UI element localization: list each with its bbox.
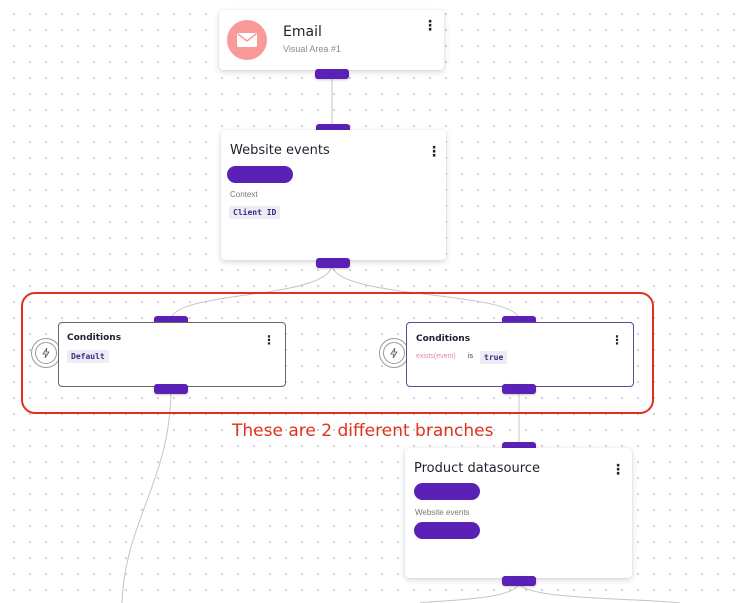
condition-left-node[interactable]: Conditions ⋮ Default <box>58 322 286 387</box>
website-node-title: Website events <box>230 143 330 158</box>
website-node-menu-icon[interactable]: ⋮ <box>427 144 441 160</box>
email-node-menu-icon[interactable]: ⋮ <box>423 18 437 34</box>
client-id-tag: Client ID <box>229 206 281 219</box>
condition-right-op: is <box>468 353 474 360</box>
condition-left-menu-icon[interactable]: ⋮ <box>263 333 275 347</box>
annotation-text: These are 2 different branches <box>232 421 494 441</box>
condition-left-input-handle[interactable] <box>154 316 188 326</box>
email-output-handle[interactable] <box>315 69 349 79</box>
condition-right-input-handle[interactable] <box>502 316 536 326</box>
website-node-pill[interactable] <box>227 166 293 183</box>
condition-right-badge <box>379 338 409 368</box>
condition-right-title: Conditions <box>416 334 471 344</box>
product-node-label: Website events <box>415 508 470 517</box>
bolt-icon <box>35 342 57 364</box>
email-node-title: Email <box>283 24 322 40</box>
annotation-box <box>21 292 654 414</box>
condition-left-title: Conditions <box>67 333 122 343</box>
condition-right-node[interactable]: Conditions ⋮ exists(event) is true <box>406 322 634 387</box>
product-datasource-node[interactable]: Product datasource ⋮ Website events <box>405 448 632 578</box>
edge-website-left <box>170 263 333 321</box>
email-node-subtitle: Visual Area #1 <box>283 44 341 54</box>
condition-left-default-tag: Default <box>67 350 109 363</box>
condition-right-value-tag: true <box>480 351 508 364</box>
product-node-pill-bottom[interactable] <box>414 522 480 539</box>
product-node-title: Product datasource <box>414 461 540 476</box>
mail-icon <box>227 20 267 60</box>
product-input-handle[interactable] <box>502 442 536 452</box>
edge-website-right <box>331 263 520 321</box>
website-events-node[interactable]: Website events ⋮ Context Client ID <box>221 130 446 260</box>
condition-right-expr: exists(event) <box>416 353 456 360</box>
context-label: Context <box>230 190 258 199</box>
website-input-handle[interactable] <box>316 124 350 134</box>
condition-right-output-handle[interactable] <box>502 384 536 394</box>
website-output-handle[interactable] <box>316 258 350 268</box>
condition-left-output-handle[interactable] <box>154 384 188 394</box>
product-node-menu-icon[interactable]: ⋮ <box>611 462 625 478</box>
bolt-icon <box>383 342 405 364</box>
edge-product-left <box>419 581 520 603</box>
email-node[interactable]: Email Visual Area #1 ⋮ <box>219 10 444 70</box>
product-output-handle[interactable] <box>502 576 536 586</box>
edge-left-down <box>121 387 172 603</box>
condition-right-menu-icon[interactable]: ⋮ <box>611 333 623 347</box>
edge-product-right <box>518 581 681 603</box>
product-node-pill-top[interactable] <box>414 483 480 500</box>
